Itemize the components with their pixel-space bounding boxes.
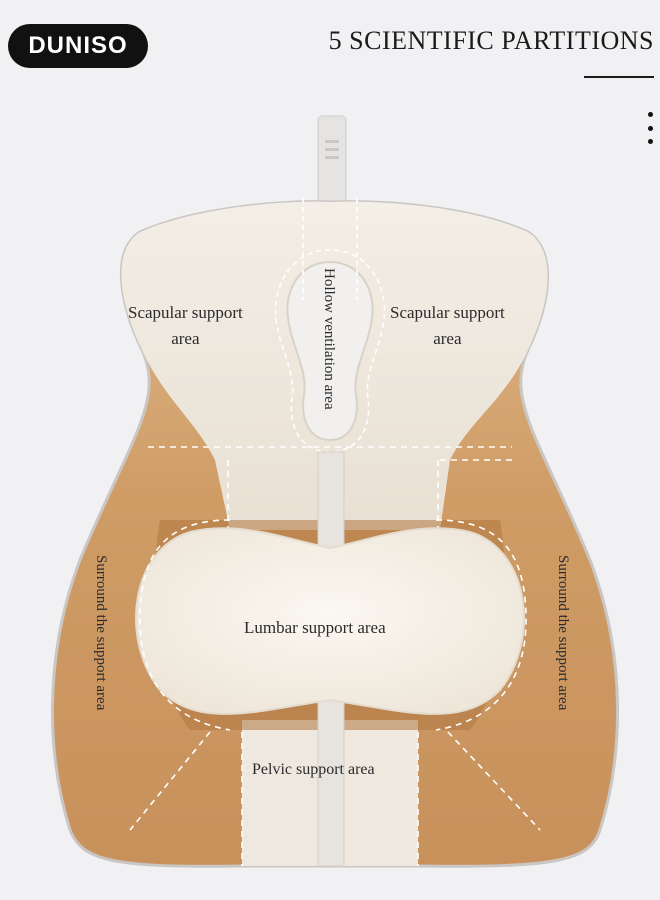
scapular-left-label: Scapular support area (128, 300, 243, 351)
surround-right-label: Surround the support area (555, 555, 571, 711)
hollow-ventilation-label: Hollow ventilation area (321, 268, 337, 410)
lumbar-label: Lumbar support area (244, 618, 386, 637)
scapular-right-label: Scapular support area (390, 300, 505, 351)
hollow-ventilation-cutout (286, 260, 374, 442)
scapular-right-line2: area (433, 328, 462, 348)
lumbar-pillow (135, 527, 525, 715)
brand-logo: DUNISO (8, 24, 148, 68)
more-vertical-icon[interactable] (644, 112, 656, 144)
title-underline (584, 76, 654, 78)
hanging-strap (317, 115, 347, 215)
surround-left-label: Surround the support area (93, 555, 109, 711)
scapular-right-line1: Scapular support (390, 303, 505, 322)
scapular-left-line2: area (171, 328, 200, 348)
logo-text: DUNISO (28, 32, 128, 59)
pelvic-label: Pelvic support area (252, 761, 375, 778)
scapular-left-line1: Scapular support (128, 303, 243, 322)
page-title: 5 SCIENTIFIC PARTITIONS (328, 26, 654, 55)
